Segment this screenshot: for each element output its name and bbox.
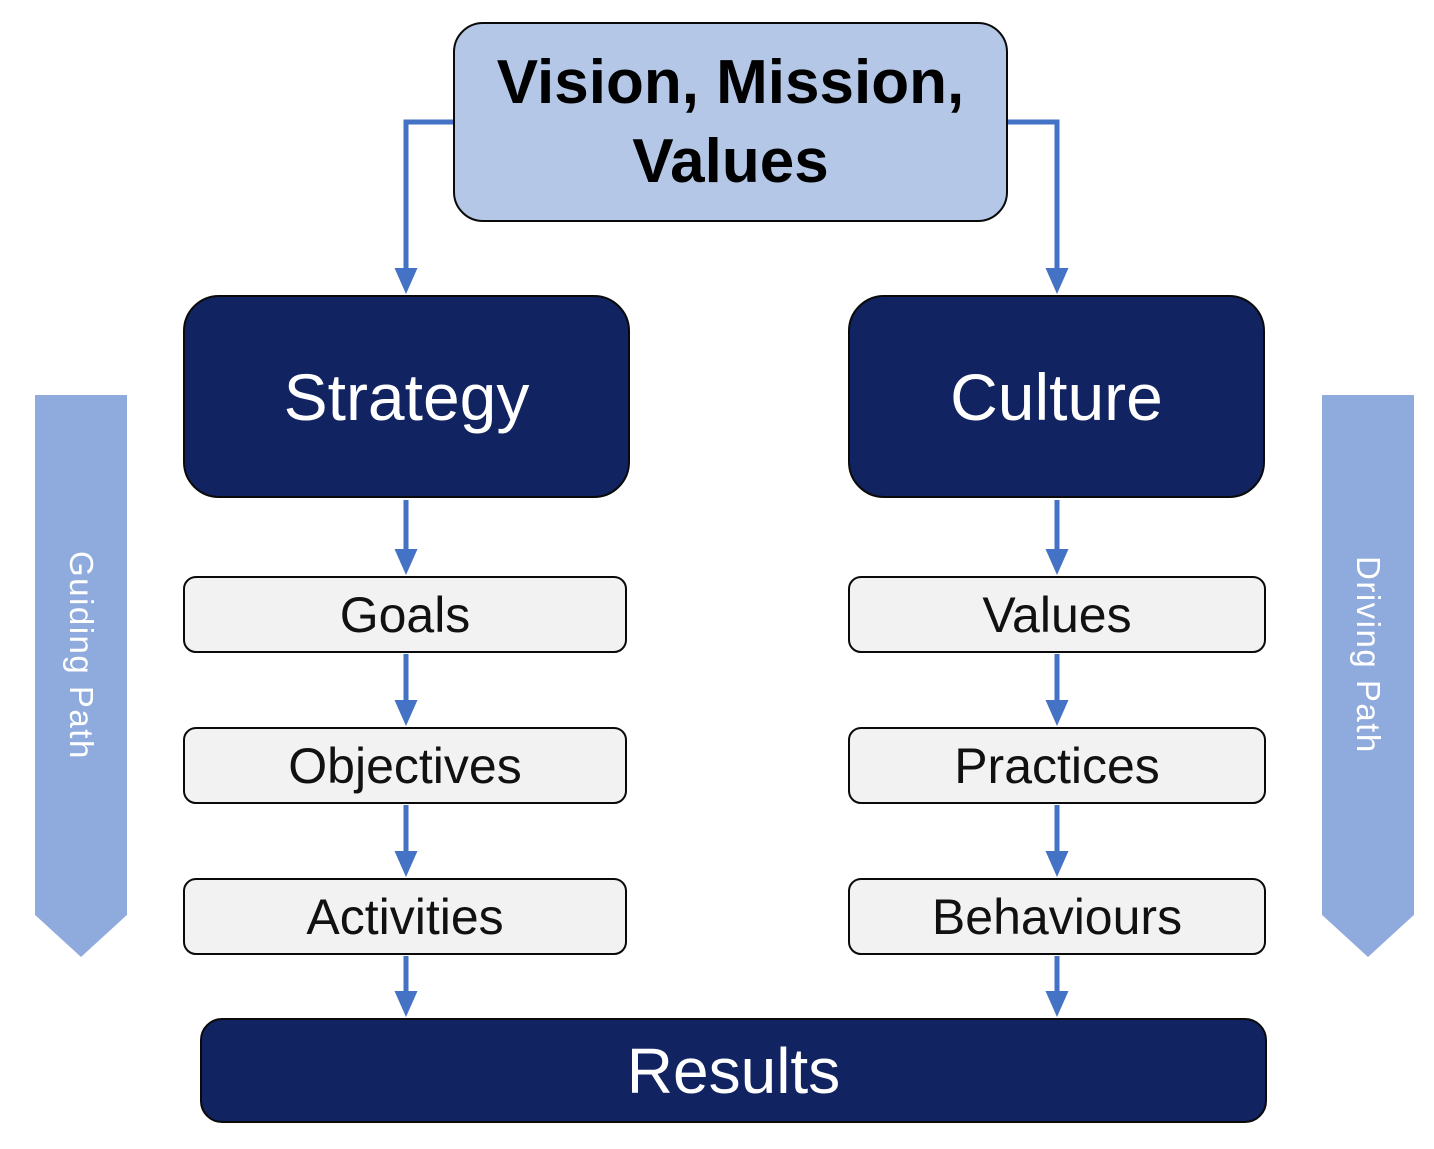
results-label: Results <box>626 1034 841 1107</box>
culture-box: Culture <box>848 295 1265 498</box>
step-behaviours-label: Behaviours <box>931 888 1183 945</box>
step-practices-box: Practices <box>848 727 1266 804</box>
arrow-culture-to-values <box>1045 500 1069 575</box>
step-behaviours-box: Behaviours <box>848 878 1266 955</box>
arrow-goals-to-objectives <box>394 654 418 726</box>
vision-mission-values-box: Vision, Mission, Values <box>453 22 1008 222</box>
step-values-box: Values <box>848 576 1266 653</box>
step-activities-box: Activities <box>183 878 627 955</box>
arrow-vision-to-strategy <box>394 119 455 294</box>
step-practices-label: Practices <box>954 737 1160 794</box>
step-goals-label: Goals <box>339 586 471 643</box>
step-activities-label: Activities <box>306 888 504 945</box>
step-objectives-label: Objectives <box>288 737 522 794</box>
arrow-objectives-to-activities <box>394 805 418 877</box>
step-goals-box: Goals <box>183 576 627 653</box>
step-values-label: Values <box>982 586 1132 643</box>
arrow-activities-to-results <box>394 956 418 1017</box>
arrow-practices-to-behaviours <box>1045 805 1069 877</box>
driving-path-ribbon: Driving Path <box>1322 395 1414 957</box>
arrow-strategy-to-goals <box>394 500 418 575</box>
strategy-label: Strategy <box>283 359 530 434</box>
arrow-behaviours-to-results <box>1045 956 1069 1017</box>
strategy-box: Strategy <box>183 295 630 498</box>
results-box: Results <box>200 1018 1267 1123</box>
arrow-vision-to-culture <box>1006 119 1069 294</box>
arrow-values-to-practices <box>1045 654 1069 726</box>
vision-mission-values-label: Vision, Mission, Values <box>496 47 965 196</box>
guiding-path-ribbon: Guiding Path <box>35 395 127 957</box>
step-objectives-box: Objectives <box>183 727 627 804</box>
guiding-path-label: Guiding Path <box>63 550 100 760</box>
culture-label: Culture <box>950 359 1163 434</box>
driving-path-label: Driving Path <box>1350 556 1387 754</box>
